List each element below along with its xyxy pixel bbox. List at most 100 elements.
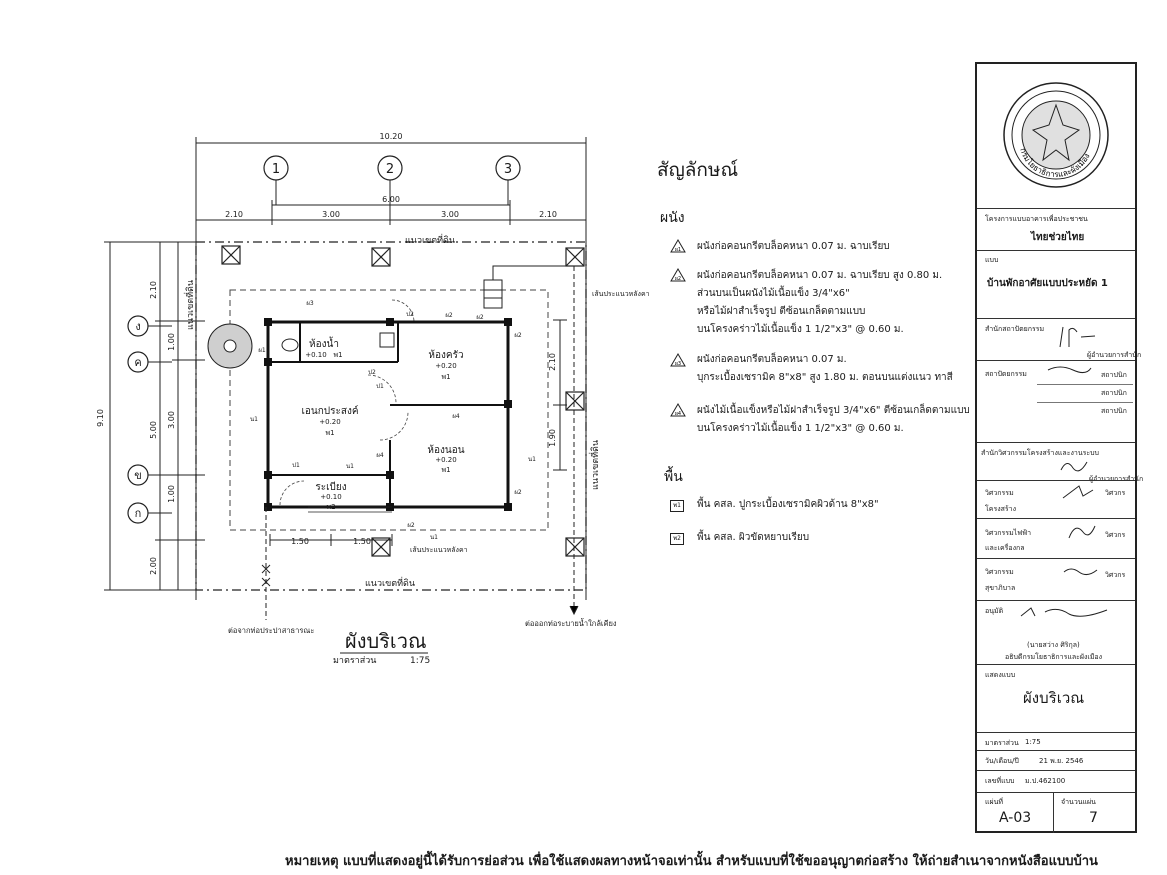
room-name: ห้องครัว xyxy=(428,349,463,361)
grid-label-row: ค xyxy=(134,356,141,369)
legend-wall-text: ส่วนบนเป็นผนังไม้เนื้อแข็ง 3/4"x6" xyxy=(697,288,850,299)
sheet-no-label: แผ่นที่ xyxy=(985,798,1004,806)
window-tag: น1 xyxy=(528,456,536,463)
sanitary-label: วิศวกรรม xyxy=(985,568,1014,576)
signature-mark xyxy=(1059,326,1096,348)
door-tag: ป1 xyxy=(292,462,300,469)
room-floor-tag: พ2 xyxy=(326,503,335,511)
window-tag: น1 xyxy=(430,534,438,541)
legend-wall-text: บุกระเบื้องเซรามิค 8"x8" สูง 1.80 ม. ตอน… xyxy=(697,372,953,383)
pile-marker xyxy=(565,537,585,557)
dim-inner-width: 6.00 xyxy=(382,195,400,204)
legend-wall-text: ผนังไม้เนื้อแข็งหรือไม้ฝาสำเร็จรูป 3/4"x… xyxy=(697,405,970,416)
signature-mark xyxy=(1060,461,1088,472)
grid-bubble-row xyxy=(127,315,149,337)
footnote: หมายเหตุ แบบที่แสดงอยู่นี้ได้รับการย่อส่… xyxy=(285,854,1098,869)
wall-tag: ผ2 xyxy=(514,332,522,339)
grid-bubble-row xyxy=(127,502,149,524)
structural-label: โครงสร้าง xyxy=(985,505,1017,513)
room-name: ห้องนอน xyxy=(427,444,464,456)
dim-bay: 3.00 xyxy=(322,210,340,219)
wall-tag-icon: ผ4 xyxy=(670,403,686,417)
role-label: สถาปนิก xyxy=(1101,407,1127,415)
grid-label-col: 1 xyxy=(272,162,280,177)
title-block: กรมโยธาธิการและผังเมือง โครงการแบบอาคารเ… xyxy=(975,62,1143,833)
wall-tag: ผ2 xyxy=(445,312,453,319)
legend-wall-text: บนโครงคร่าวไม้เนื้อแข็ง 1 1/2"x3" @ 0.60… xyxy=(697,324,904,335)
dim-left-outer: 2.10 xyxy=(149,281,158,299)
pile-marker xyxy=(371,247,391,267)
svg-text:ผ2: ผ2 xyxy=(675,276,681,282)
signature-mark xyxy=(1063,568,1098,576)
design-label: แบบ xyxy=(985,256,999,264)
wall-tag: ผ2 xyxy=(476,314,484,321)
grid-bubble-row xyxy=(127,351,149,373)
floor-tag-icon: พ2 xyxy=(670,533,684,545)
engineer-label: วิศวกร xyxy=(1105,531,1126,539)
wall-tag-icon: ผ3 xyxy=(670,353,686,367)
plan-scale-value: 1:75 xyxy=(410,656,430,666)
electrical-label: วิศวกรรมไฟฟ้า xyxy=(985,529,1032,537)
room-floor-tag: พ1 xyxy=(441,373,450,381)
legend-walls-heading: ผนัง xyxy=(660,210,685,226)
signature-mark xyxy=(1020,607,1108,617)
pile-marker xyxy=(565,247,585,267)
dim-bay: 3.00 xyxy=(441,210,459,219)
wall-tag: ผ3 xyxy=(306,300,314,307)
dim-bay: 2.10 xyxy=(225,210,243,219)
dim-bottom: 1.50 xyxy=(291,537,309,546)
dim-bottom: 1.50 xyxy=(353,537,371,546)
room-floor-tag: พ1 xyxy=(441,466,450,474)
scale-label: มาตราส่วน xyxy=(985,739,1019,747)
role-label: สถาปนิก xyxy=(1101,389,1127,397)
grid-bubble-col-1 xyxy=(263,155,289,181)
property-boundary xyxy=(195,241,587,591)
roof-line-label-top: เส้นประแนวหลังคา xyxy=(592,290,650,298)
arch-office-label: สำนักสถาปัตยกรรม xyxy=(985,325,1045,333)
boundary-label-right: แนวเขตที่ดิน xyxy=(588,440,601,490)
dim-bay: 2.10 xyxy=(539,210,557,219)
project-label: โครงการแบบอาคารเพื่อประชาชน xyxy=(985,215,1088,223)
window-tag: น1 xyxy=(346,463,354,470)
sanitary-label: สุขาภิบาล xyxy=(985,584,1016,592)
pile-marker xyxy=(565,391,585,411)
legend-floor-text: พื้น คสล. ผิวขัดหยาบเรียบ xyxy=(697,532,810,543)
dim-overall-depth: 9.10 xyxy=(96,409,105,427)
water-in-label: ต่อจากท่อประปาสาธารณะ xyxy=(228,626,314,635)
date-value: 21 พ.ย. 2546 xyxy=(1039,757,1084,765)
grid-bubble-col-3 xyxy=(495,155,521,181)
role-label: สถาปนิก xyxy=(1101,371,1127,379)
director-label: ผู้อำนวยการสำนัก xyxy=(1087,351,1142,359)
signature-mark xyxy=(1062,485,1094,499)
room-name: เอนกประสงค์ xyxy=(301,405,358,417)
septic-tank xyxy=(207,323,253,369)
legend-floors-heading: พื้น xyxy=(664,469,683,485)
floor-tag-icon: พ1 xyxy=(670,500,684,512)
wall-tag-icon: ผ1 xyxy=(670,239,686,253)
window-tag: น1 xyxy=(250,416,258,423)
grid-bubble-col-2 xyxy=(377,155,403,181)
dim-right: 2.10 xyxy=(548,353,557,371)
room-name: ห้องน้ำ xyxy=(309,336,339,350)
door-tag: ป2 xyxy=(368,369,376,376)
room-level: +0.20 xyxy=(319,418,340,426)
approver-name: (นายสว่าง ศิริกุล) xyxy=(1027,641,1080,649)
plan-scale-label: มาตราส่วน xyxy=(333,656,376,666)
pile-marker xyxy=(221,245,241,265)
boundary-label-bottom: แนวเขตที่ดิน xyxy=(365,576,415,589)
architect-label: สถาปัตยกรรม xyxy=(985,370,1027,378)
door-tag: ป1 xyxy=(376,383,384,390)
grid-label-row: ก xyxy=(135,507,142,520)
total-sheets: 7 xyxy=(1089,810,1098,826)
engineer-label: วิศวกร xyxy=(1105,489,1126,497)
door-tag: ป2 xyxy=(406,311,414,318)
roof-outline xyxy=(229,289,549,531)
grid-label-row: ง xyxy=(135,320,140,333)
legend-wall-text: ผนังก่อคอนกรีตบล็อคหนา 0.07 ม. ฉาบเรียบ … xyxy=(697,270,943,281)
structural-label: วิศวกรรม xyxy=(985,489,1014,497)
wall-tag: ผ4 xyxy=(376,452,384,459)
room-level: +0.20 xyxy=(435,362,456,370)
grid-label-row: ข xyxy=(134,469,142,482)
svg-text:ผ1: ผ1 xyxy=(675,247,681,253)
drawing-no-label: เลขที่แบบ xyxy=(985,777,1015,785)
